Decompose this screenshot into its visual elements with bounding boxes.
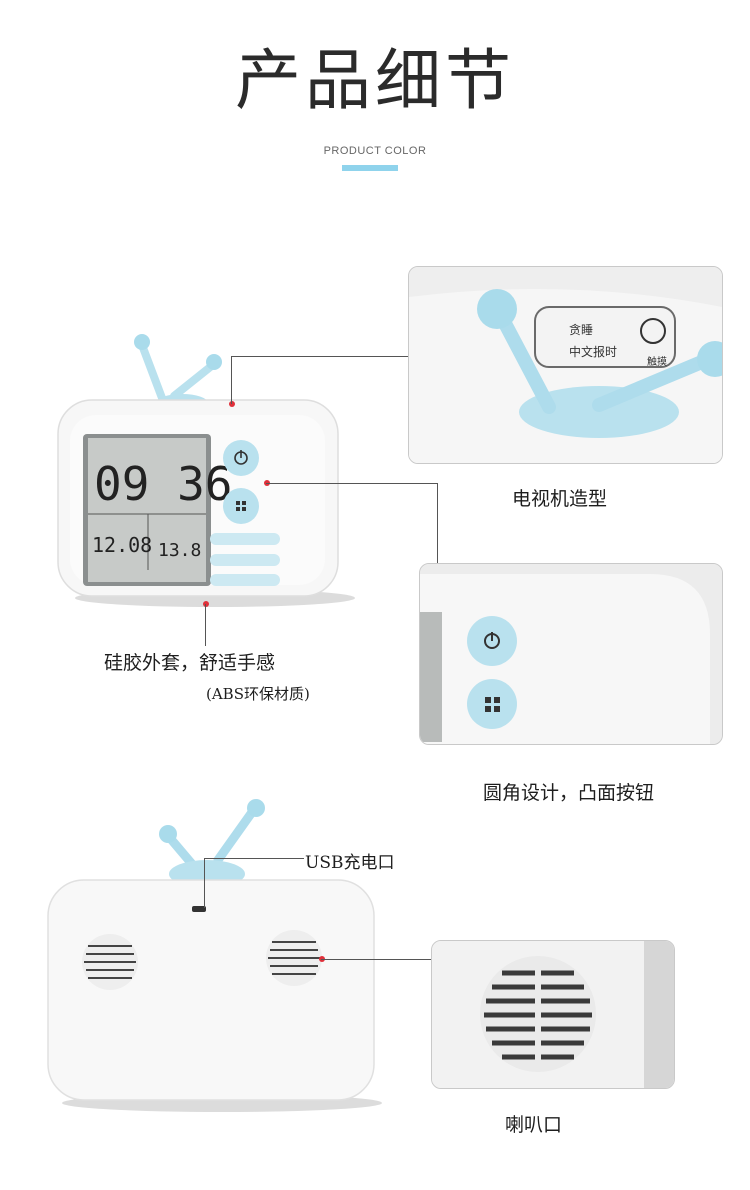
option-chinese-time: 中文报时 — [569, 345, 618, 359]
detail-photo-buttons — [419, 563, 723, 745]
touch-label: 触摸 — [647, 357, 667, 368]
detail-photo-speaker — [431, 940, 675, 1089]
caption-round-design: 圆角设计，凸面按钮 — [483, 782, 655, 804]
connector-line — [204, 858, 304, 859]
accent-bar — [342, 165, 398, 171]
caption-speaker: 喇叭口 — [505, 1114, 563, 1136]
detail-photo-antenna: 贪睡 中文报时 触摸 — [408, 266, 723, 464]
caption-usb: USB充电口 — [305, 853, 395, 873]
front-clock-image: 09 36 12.08 13.8 — [50, 330, 360, 620]
marker-dot-top — [229, 401, 235, 407]
connector-line — [231, 356, 409, 357]
lcd-time: 09 36 — [94, 457, 232, 511]
lcd-temp: 13.8 — [158, 540, 201, 561]
back-clock-image — [42, 798, 387, 1118]
caption-silicone: 硅胶外套，舒适手感 — [104, 652, 276, 674]
connector-line — [205, 604, 206, 646]
connector-line — [266, 483, 438, 484]
connector-line — [437, 483, 438, 565]
connector-line — [231, 356, 232, 404]
connector-line — [321, 959, 433, 960]
marker-dot-bottom — [203, 601, 209, 607]
caption-abs: (ABS环保材质) — [206, 685, 310, 703]
caption-tv-shape: 电视机造型 — [512, 488, 608, 510]
page-subtitle: PRODUCT COLOR — [323, 145, 427, 157]
option-snooze: 贪睡 — [569, 323, 594, 337]
page-title: 产品细节 — [235, 42, 515, 119]
connector-line — [204, 858, 205, 908]
lcd-date: 12.08 — [92, 533, 152, 557]
